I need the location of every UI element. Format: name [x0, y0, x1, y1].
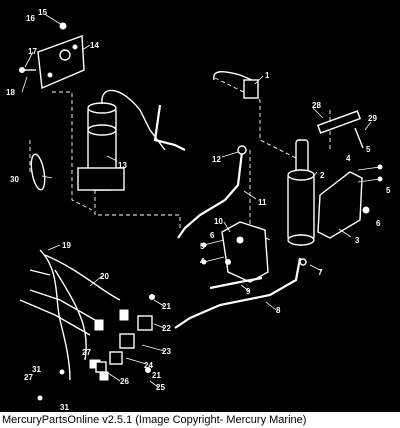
- callout-30: 30: [10, 175, 19, 184]
- callout-19: 19: [62, 241, 71, 250]
- callout-16: 16: [26, 14, 35, 23]
- bracket-14: [37, 35, 85, 90]
- callout-14: 14: [90, 41, 99, 50]
- hose-9: [209, 276, 263, 290]
- parts-exploded-diagram: 15 16 14 17 18 1 28 29 13 12 2 4 5 5 6 3…: [6, 8, 391, 412]
- hose-11: [177, 151, 244, 239]
- relay-23: [119, 333, 135, 349]
- copyright-caption: MercuryPartsOnline v2.5.1 (Image Copyrig…: [0, 412, 400, 428]
- callout-22: 22: [162, 324, 171, 333]
- callout-4-right: 4: [346, 154, 351, 163]
- callout-6-right: 6: [376, 219, 381, 228]
- callout-25: 25: [156, 383, 165, 392]
- fasteners-left: [201, 239, 231, 265]
- fitting-12: [237, 145, 247, 155]
- callout-1: 1: [265, 71, 270, 80]
- callout-21-bottom: 21: [152, 371, 161, 380]
- callout-11: 11: [258, 198, 267, 207]
- callout-21-top: 21: [162, 302, 171, 311]
- callout-29: 29: [368, 114, 377, 123]
- bracket-10: [221, 221, 269, 283]
- relay-24: [109, 351, 123, 365]
- callout-20: 20: [100, 272, 109, 281]
- callout-26: 26: [120, 377, 129, 386]
- callout-9: 9: [246, 287, 251, 296]
- trim-cylinder-2: [287, 139, 315, 246]
- hose-8: [174, 257, 302, 329]
- terminal-26: [95, 361, 107, 373]
- callout-24: 24: [144, 361, 153, 370]
- screw-21b: [145, 367, 151, 373]
- callout-27-top: 27: [82, 348, 91, 357]
- callout-12: 12: [212, 155, 221, 164]
- screw-27a: [59, 369, 65, 375]
- fasteners-right: [357, 164, 383, 183]
- callout-2: 2: [320, 171, 325, 180]
- callout-23: 23: [162, 347, 171, 356]
- cap-1: [213, 71, 259, 99]
- callout-18: 18: [6, 88, 15, 97]
- relay-22: [137, 315, 153, 331]
- callout-31-top: 31: [32, 365, 41, 374]
- callout-28: 28: [312, 101, 321, 110]
- callout-3: 3: [355, 236, 360, 245]
- washer-18: [19, 67, 25, 73]
- screw-27b: [37, 395, 43, 401]
- callout-5-right-top: 5: [366, 145, 371, 154]
- pin-28: [317, 110, 361, 134]
- leader-lines: [21, 14, 372, 388]
- callout-7: 7: [318, 268, 323, 277]
- fitting-7: [299, 258, 307, 266]
- screw-21a: [149, 294, 155, 300]
- clip-29: [354, 127, 364, 149]
- callout-10: 10: [214, 217, 223, 226]
- nut-6a: [236, 236, 244, 244]
- callout-5-right-bottom: 5: [386, 186, 391, 195]
- callout-31-bottom: 31: [60, 403, 69, 412]
- callout-8: 8: [276, 306, 281, 315]
- callout-5-left-top: 5: [200, 242, 205, 251]
- bracket-3: [317, 171, 363, 239]
- callout-15: 15: [38, 8, 47, 17]
- callout-4-left: 4: [200, 257, 205, 266]
- callout-13: 13: [118, 161, 127, 170]
- clamp-30: [30, 153, 46, 191]
- callout-labels: 15 16 14 17 18 1 28 29 13 12 2 4 5 5 6 3…: [6, 8, 391, 412]
- callout-27-left: 27: [24, 373, 33, 382]
- nut-6b: [362, 206, 370, 214]
- pump-motor-13: [77, 89, 186, 191]
- callout-6-left: 6: [210, 231, 215, 240]
- callout-17: 17: [28, 47, 37, 56]
